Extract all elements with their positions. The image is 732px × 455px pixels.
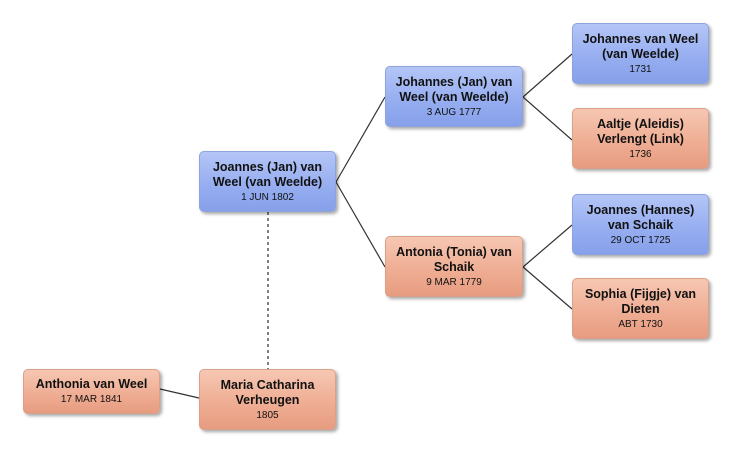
person-date: 17 MAR 1841 (60, 394, 123, 405)
connector-child (159, 388, 200, 399)
person-name: Joannes (Hannes) van Schaik (586, 202, 695, 232)
person-date: 1 JUN 1802 (241, 191, 294, 203)
connector-father-pgf (522, 53, 573, 98)
person-name: Maria Catharina Verheugen (220, 377, 315, 407)
person-date: ABT 1730 (618, 318, 663, 330)
person-card-mother[interactable]: Antonia (Tonia) van Schaik 9 MAR 1779 (385, 236, 523, 297)
connector-root-father (335, 96, 386, 183)
person-date: 1736 (629, 148, 652, 160)
person-card-paternal-grandmother[interactable]: Aaltje (Aleidis) Verlengt (Link) 1736 (572, 108, 709, 169)
connector-mother-mgf (522, 224, 573, 268)
person-date: 3 AUG 1777 (426, 106, 482, 118)
person-name: Sophia (Fijgje) van Dieten (584, 286, 697, 316)
person-name: Johannes (Jan) van Weel (van Weelde) (395, 74, 513, 104)
person-name: Aaltje (Aleidis) Verlengt (Link) (597, 116, 684, 146)
connector-root-mother (335, 181, 386, 268)
person-date: 1731 (629, 63, 652, 75)
person-date: 29 OCT 1725 (610, 234, 671, 246)
person-card-maternal-grandfather[interactable]: Joannes (Hannes) van Schaik 29 OCT 1725 (572, 194, 709, 255)
person-card-child[interactable]: Anthonia van Weel 17 MAR 1841 (23, 369, 160, 414)
person-card-spouse[interactable]: Maria Catharina Verheugen 1805 (199, 369, 336, 430)
connector-father-pgm (522, 96, 573, 141)
person-name: Antonia (Tonia) van Schaik (396, 244, 512, 274)
person-name: Johannes van Weel (van Weelde) (582, 31, 699, 61)
person-card-root[interactable]: Joannes (Jan) van Weel (van Weelde) 1 JU… (199, 151, 336, 212)
person-name: Anthonia van Weel (35, 377, 148, 391)
person-date: 1805 (256, 409, 279, 421)
person-card-paternal-grandfather[interactable]: Johannes van Weel (van Weelde) 1731 (572, 23, 709, 84)
person-card-father[interactable]: Johannes (Jan) van Weel (van Weelde) 3 A… (385, 66, 523, 127)
person-date: 9 MAR 1779 (426, 276, 482, 288)
person-card-maternal-grandmother[interactable]: Sophia (Fijgje) van Dieten ABT 1730 (572, 278, 709, 339)
person-name: Joannes (Jan) van Weel (van Weelde) (212, 159, 323, 189)
connector-mother-mgm (522, 266, 573, 310)
